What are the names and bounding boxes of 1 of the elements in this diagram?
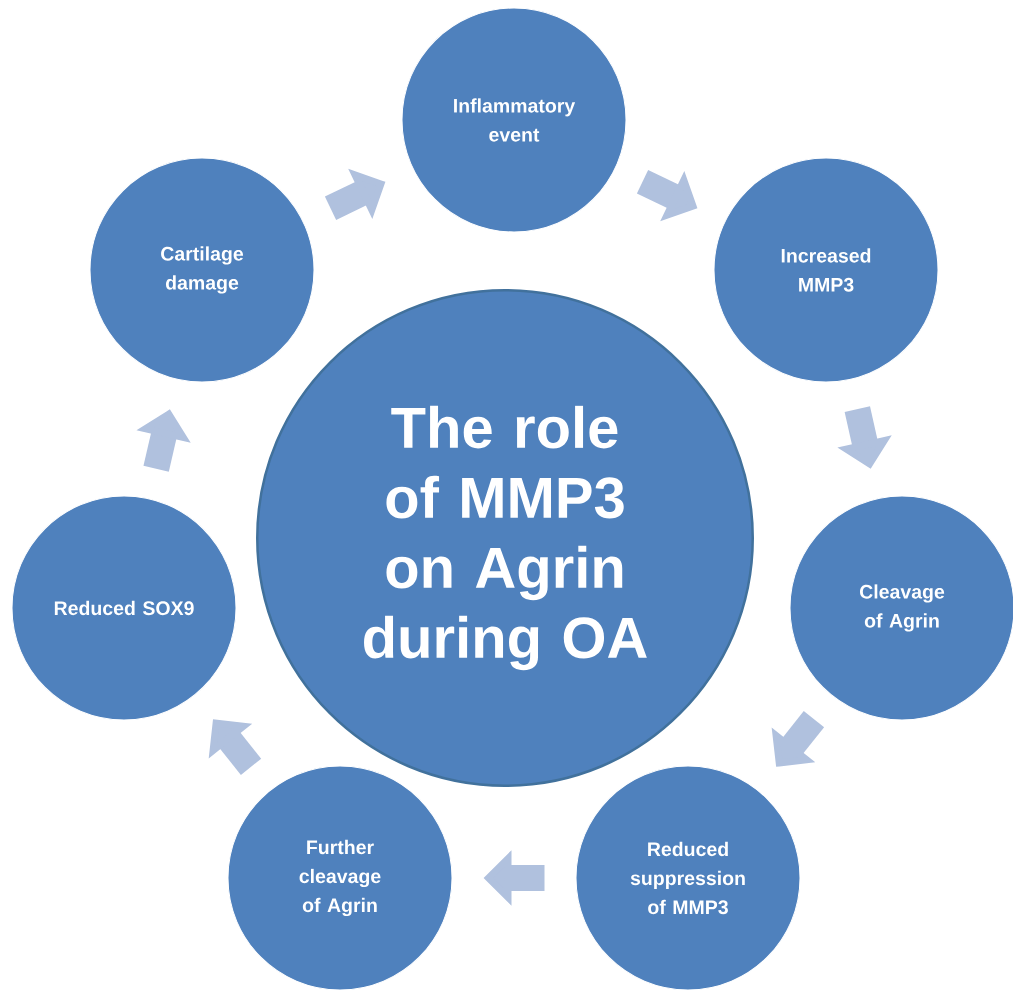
block-arrow bbox=[208, 719, 262, 775]
